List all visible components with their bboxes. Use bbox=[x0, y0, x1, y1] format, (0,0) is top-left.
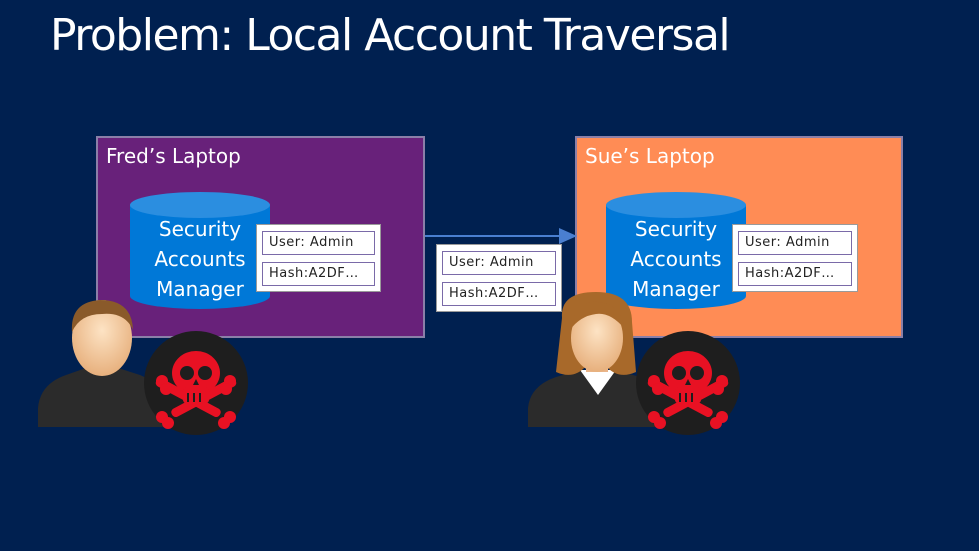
sue-user-field: User: Admin bbox=[738, 231, 852, 255]
fred-skull-crossbones-icon bbox=[144, 331, 248, 435]
sue-sam-line-2: Accounts bbox=[630, 247, 722, 271]
fred-sam-line-3: Manager bbox=[156, 277, 244, 301]
slide-title: Problem: Local Account Traversal bbox=[50, 10, 731, 61]
male-user-icon bbox=[38, 300, 165, 427]
sue-skull-crossbones-icon bbox=[636, 331, 740, 435]
fred-user-field: User: Admin bbox=[262, 231, 375, 255]
sue-hash-field: Hash:A2DF… bbox=[738, 262, 852, 286]
transfer-user-field: User: Admin bbox=[442, 251, 556, 275]
fred-database-icon bbox=[130, 192, 270, 309]
fred-credential-record: User: Admin Hash:A2DF… bbox=[256, 224, 381, 292]
sue-database-icon bbox=[606, 192, 746, 309]
transfer-credential-record: User: Admin Hash:A2DF… bbox=[436, 244, 562, 312]
sue-laptop-label: Sue’s Laptop bbox=[585, 144, 715, 168]
fred-sam-line-2: Accounts bbox=[154, 247, 246, 271]
sue-sam-label: Security Accounts Manager bbox=[601, 214, 751, 304]
fred-sam-line-1: Security bbox=[158, 217, 242, 241]
fred-hash-field: Hash:A2DF… bbox=[262, 262, 375, 286]
sue-sam-line-3: Manager bbox=[632, 277, 720, 301]
sue-sam-line-1: Security bbox=[634, 217, 718, 241]
fred-laptop-label: Fred’s Laptop bbox=[106, 144, 241, 168]
female-user-icon bbox=[528, 292, 663, 427]
sue-credential-record: User: Admin Hash:A2DF… bbox=[732, 224, 858, 292]
fred-sam-label: Security Accounts Manager bbox=[125, 214, 275, 304]
transfer-hash-field: Hash:A2DF… bbox=[442, 282, 556, 306]
